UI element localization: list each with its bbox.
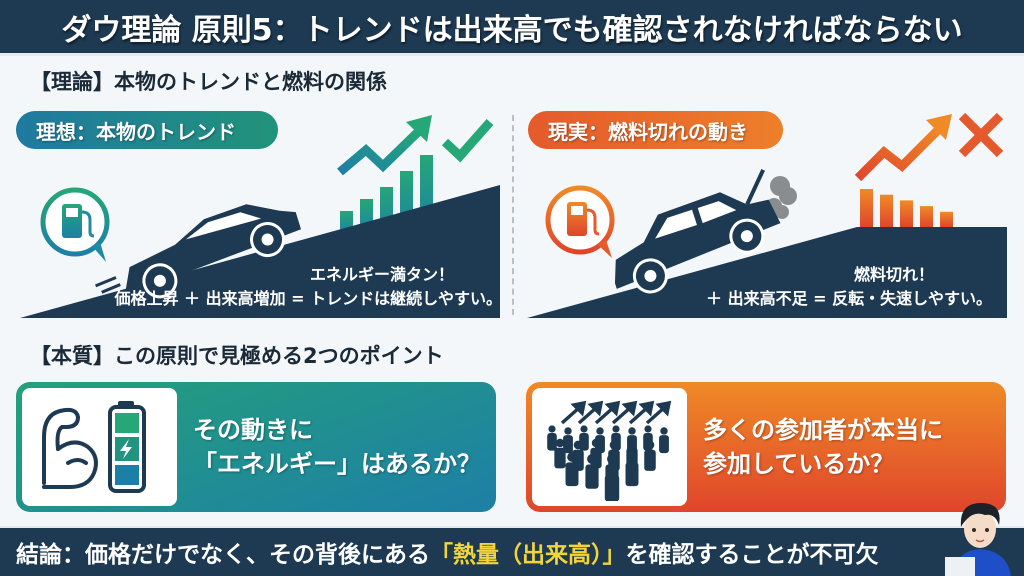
- person-body: [658, 435, 669, 454]
- arrow-head: [926, 114, 952, 140]
- reality-line2: ＋ 出来高不足 = 反転・失速しやすい。: [706, 289, 992, 308]
- title-banner: ダウ理論 原則5：トレンドは出来高でも確認されなければならない: [0, 0, 1024, 56]
- participants-icon-box: [532, 388, 687, 506]
- person-body: [584, 464, 599, 489]
- person-body: [604, 475, 619, 501]
- person-head: [645, 440, 654, 450]
- person-body: [643, 449, 656, 471]
- person-head: [566, 452, 577, 462]
- ideal-line2: 価格上昇 ＋ 出来高増加 = トレンドは継続しやすい。: [114, 289, 502, 308]
- arrow-head: [637, 400, 654, 417]
- crowd-icon: [546, 400, 671, 501]
- volume-bar: [880, 194, 893, 227]
- person-head: [626, 452, 637, 462]
- person-body: [546, 433, 557, 451]
- person-head: [579, 425, 588, 433]
- person-head: [563, 427, 572, 435]
- participants-question-line1: 多くの参加者が本当に: [703, 416, 943, 444]
- participants-card: 多くの参加者が本当に 参加しているか？: [526, 382, 1006, 512]
- person-body: [565, 462, 578, 487]
- volume-bar: [940, 211, 953, 227]
- presenter-avatar: [945, 495, 1015, 576]
- person-head: [627, 427, 636, 435]
- ideal-line1: エネルギー満タン！: [309, 265, 454, 284]
- person-head: [611, 425, 620, 433]
- person-body: [625, 462, 638, 487]
- check-icon: [441, 119, 494, 163]
- person-head: [606, 463, 617, 475]
- arrow-head: [569, 400, 586, 417]
- reality-volume-bars: [860, 189, 953, 227]
- battery-icon: [107, 401, 146, 493]
- participants-question: 多くの参加者が本当に 参加しているか？: [687, 413, 943, 481]
- volume-bar: [920, 206, 933, 227]
- ideal-label: 理想：本物のトレンド: [16, 111, 278, 149]
- person-head: [643, 425, 652, 433]
- person-head: [609, 440, 618, 450]
- sports-car-icon: [94, 204, 302, 301]
- person-head: [627, 438, 636, 448]
- person-head: [547, 425, 556, 433]
- person-head: [659, 427, 668, 435]
- cross-icon: [958, 112, 1004, 158]
- person-head: [555, 438, 564, 448]
- conclusion-suffix: を確認することが不可欠: [625, 542, 879, 568]
- energy-icon-box: [22, 388, 177, 506]
- reality-line1: 燃料切れ！: [853, 265, 934, 284]
- participants-question-line2: 参加しているか？: [703, 450, 895, 478]
- arrow-head: [654, 400, 671, 417]
- person-head: [586, 454, 597, 464]
- conclusion-prefix: 結論：価格だけでなく、その背後にある: [16, 542, 430, 568]
- energy-card: その動きに 「エネルギー」はあるか？: [16, 382, 496, 512]
- person-head: [606, 454, 617, 464]
- broken-car-icon: [614, 169, 781, 294]
- person-head: [595, 427, 604, 435]
- uptrend-arrow-icon: [854, 124, 944, 182]
- fuel-pump-icon: [40, 187, 110, 262]
- uptrend-arrow-icon: [337, 126, 424, 176]
- ideal-description: エネルギー満タン！ 価格上昇 ＋ 出来高増加 = トレンドは継続しやすい。: [60, 263, 502, 311]
- theory-section-title: 【理論】本物のトレンドと燃料の関係: [30, 70, 387, 94]
- conclusion-highlight: 「熱量（出来高）」: [430, 542, 626, 568]
- muscle-icon: [41, 407, 98, 489]
- arrow-head: [603, 400, 620, 417]
- volume-bar: [900, 200, 913, 227]
- reality-label: 現実：燃料切れの動き: [528, 111, 783, 149]
- energy-question-line2: 「エネルギー」はあるか？: [193, 450, 481, 478]
- conclusion-banner: 結論：価格だけでなく、その背後にある「熱量（出来高）」を確認することが不可欠: [0, 526, 1024, 576]
- fuel-pump-icon: [545, 185, 615, 258]
- person-body: [553, 447, 566, 469]
- arrow-head: [586, 400, 603, 417]
- essence-section-title: 【本質】この原則で見極める2つのポイント: [30, 344, 444, 368]
- page-title: ダウ理論 原則5：トレンドは出来高でも確認されなければならない: [61, 12, 963, 48]
- person-body: [562, 435, 573, 454]
- energy-question-line1: その動きに: [193, 416, 313, 444]
- person-head: [573, 440, 582, 450]
- hill-slope: [527, 227, 1007, 318]
- person-head: [591, 438, 600, 448]
- ideal-scene: [0, 100, 512, 322]
- energy-question: その動きに 「エネルギー」はあるか？: [177, 413, 481, 481]
- reality-description: 燃料切れ！ ＋ 出来高不足 = 反転・失速しやすい。: [560, 263, 992, 311]
- arrow-head: [620, 400, 637, 417]
- arrow-head: [406, 115, 432, 142]
- reality-scene: [512, 100, 1024, 322]
- section-divider: [512, 115, 514, 315]
- volume-bar: [860, 189, 873, 227]
